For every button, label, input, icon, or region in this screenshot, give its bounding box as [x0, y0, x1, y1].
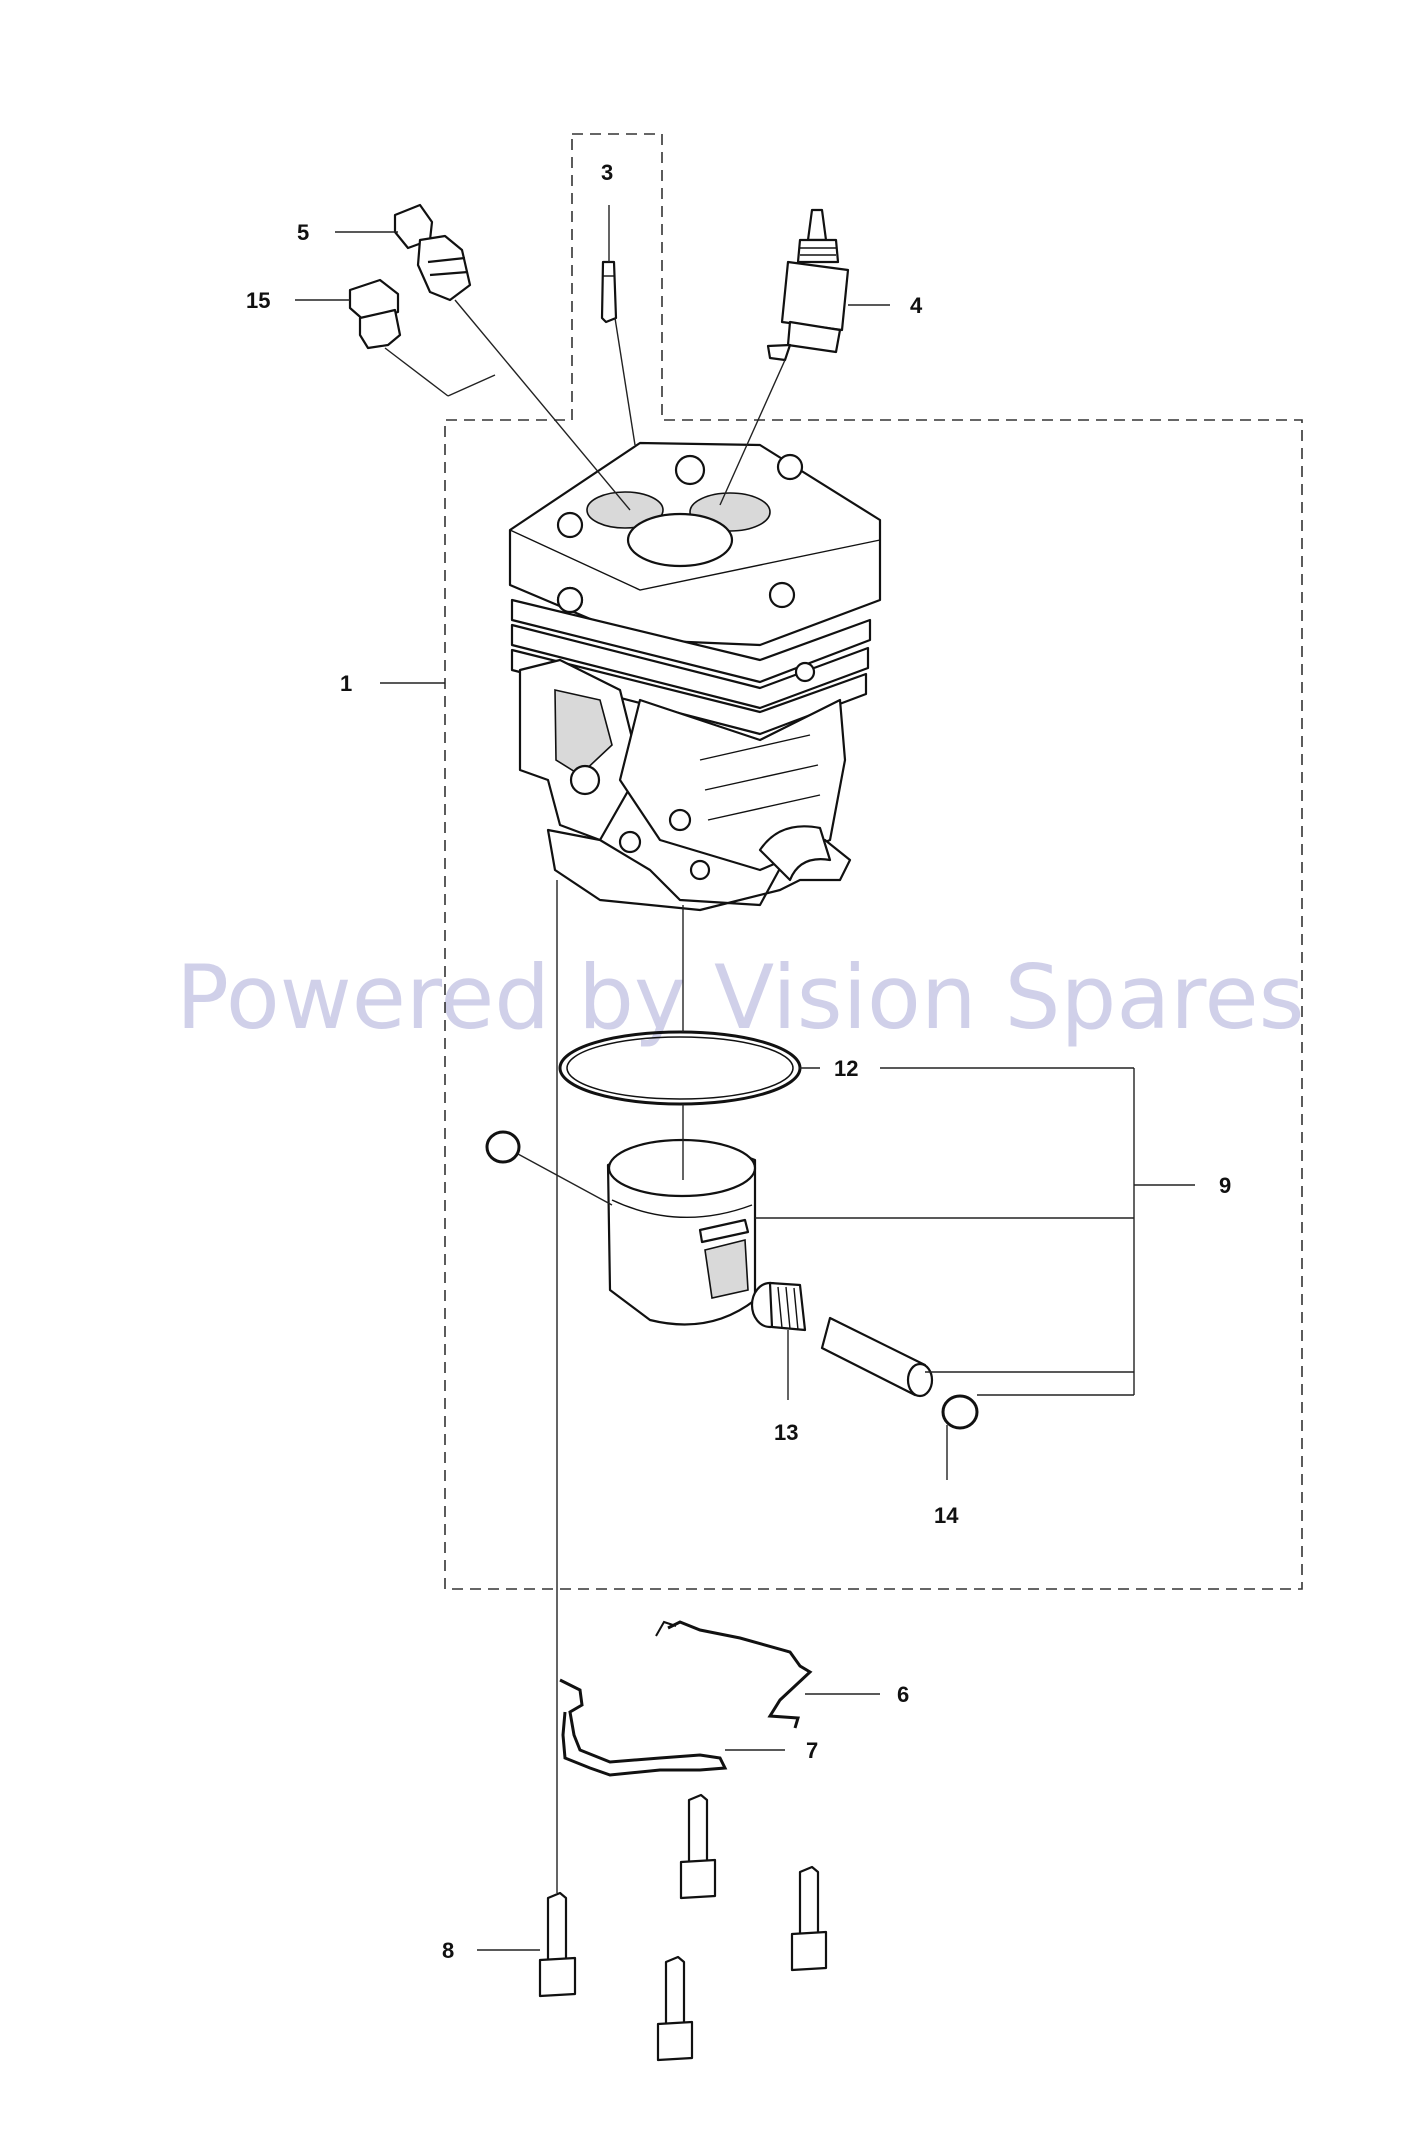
gasket-lower-part[interactable]	[559, 1678, 728, 1777]
needle-bearing-part[interactable]	[750, 1281, 807, 1332]
piston-pin-part[interactable]	[820, 1316, 934, 1398]
pin-part[interactable]	[600, 260, 618, 324]
piston-part[interactable]	[606, 1138, 757, 1326]
bolt-3-part[interactable]	[790, 1865, 828, 1972]
callout-1: 1	[340, 671, 352, 696]
watermark-text: Powered by Vision Spares	[176, 946, 1305, 1049]
circlip-right-part[interactable]	[941, 1394, 979, 1430]
bolt-2-part[interactable]	[679, 1793, 717, 1900]
assembly-group-outline	[444, 133, 1303, 1590]
callout-13: 13	[774, 1420, 798, 1445]
circlip-left-part[interactable]	[485, 1130, 521, 1164]
bolt-4-part[interactable]	[656, 1955, 694, 2062]
plug-part[interactable]	[348, 278, 402, 350]
callout-7: 7	[806, 1738, 818, 1763]
gasket-upper-part[interactable]	[655, 1620, 813, 1729]
bolt-1-part[interactable]	[538, 1891, 577, 1998]
cylinder-part[interactable]	[508, 441, 882, 912]
callout-4: 4	[910, 293, 923, 318]
callout-6: 6	[897, 1682, 909, 1707]
callout-9: 9	[1219, 1173, 1231, 1198]
callout-3: 3	[601, 160, 613, 185]
callout-12: 12	[834, 1056, 858, 1081]
leader-lines	[295, 205, 1195, 1951]
decompression-valve-part[interactable]	[393, 203, 472, 302]
callout-15: 15	[246, 288, 270, 313]
callout-5: 5	[297, 220, 309, 245]
callout-14: 14	[934, 1503, 959, 1528]
callout-8: 8	[442, 1938, 454, 1963]
spark-plug-part[interactable]	[766, 208, 850, 362]
